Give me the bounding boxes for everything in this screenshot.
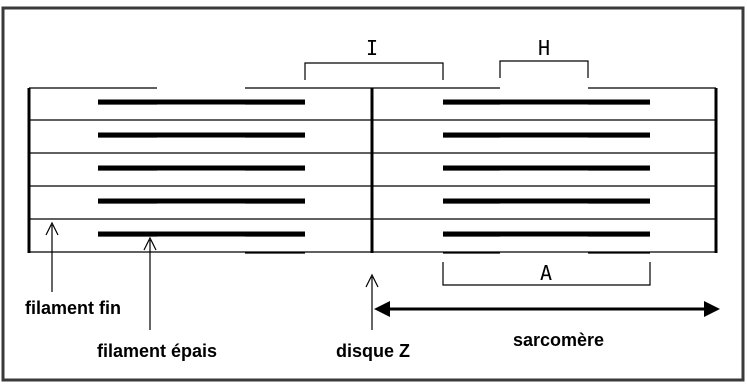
a-band-bracket	[442, 262, 651, 286]
myofibril	[27, 87, 718, 254]
a-band-label: A	[540, 261, 552, 285]
h-zone-label: H	[538, 36, 550, 60]
z-disk-label: disque Z	[336, 341, 410, 361]
h-zone-bracket	[499, 60, 589, 78]
thick-filament-label: filament épais	[97, 341, 217, 361]
thick-filaments	[98, 99, 650, 237]
sarcomere-arrow-left-head	[374, 301, 390, 317]
sarcomere-label: sarcomère	[513, 330, 604, 350]
i-band-label: I	[366, 36, 378, 60]
pointer-arrows	[45, 221, 379, 330]
thin-filament-label: filament fin	[25, 298, 121, 318]
i-band-bracket	[304, 62, 444, 80]
sarcomere-arrow-right-head	[704, 301, 720, 317]
